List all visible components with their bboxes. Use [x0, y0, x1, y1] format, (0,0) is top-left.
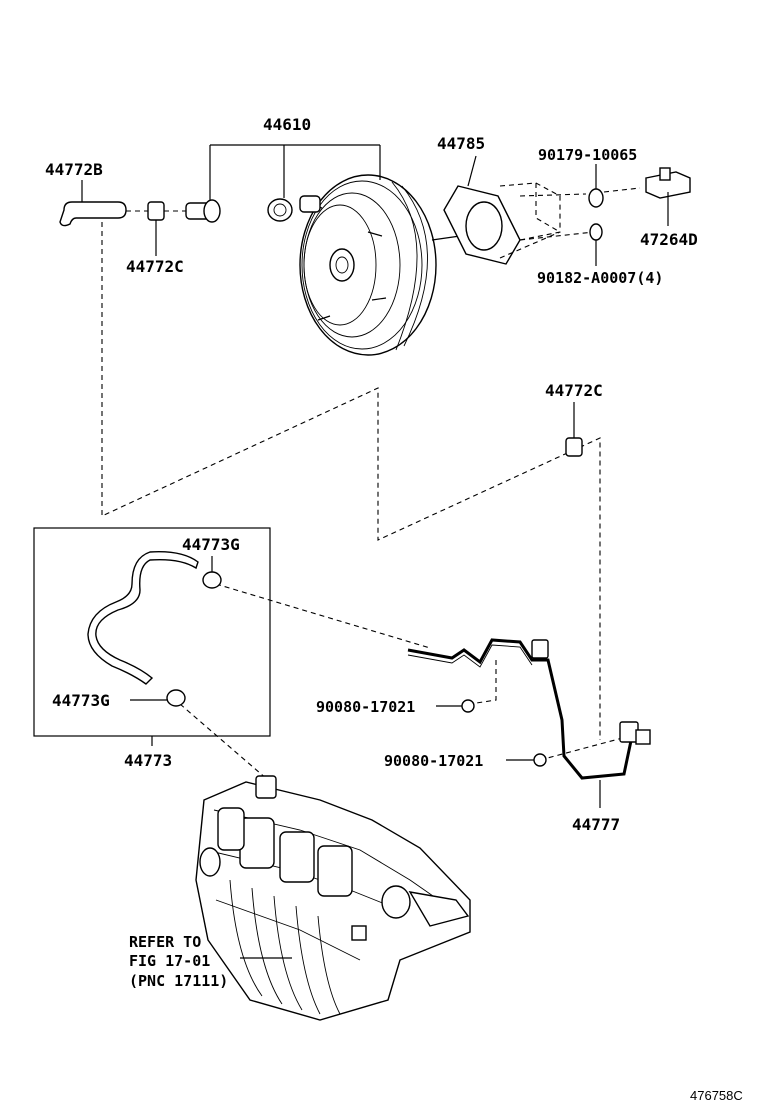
check-valve[interactable]: [185, 199, 221, 223]
label-pipe: 44777: [572, 815, 620, 834]
booster-gasket[interactable]: [443, 185, 521, 265]
label-hose-lower: 44773G: [52, 691, 110, 710]
label-clevis: 47264D: [640, 230, 698, 249]
vacuum-hose-assembly[interactable]: [87, 551, 199, 685]
label-nut-booster: 90182-A0007(4): [537, 269, 663, 287]
hose-clamp-upper[interactable]: [202, 571, 222, 589]
booster-nut[interactable]: [589, 223, 603, 241]
label-gasket: 44785: [437, 134, 485, 153]
label-hose-top: 44772B: [45, 160, 103, 179]
label-clip-top: 44772C: [126, 257, 184, 276]
bolt-lower[interactable]: [533, 753, 547, 767]
refer-line-3: (PNC 17111): [129, 972, 228, 990]
intake-manifold[interactable]: [195, 775, 471, 1021]
clevis[interactable]: [645, 167, 691, 199]
refer-line-2: FIG 17-01: [129, 952, 210, 970]
label-bolt-upper: 90080-17021: [316, 698, 415, 716]
pin[interactable]: [588, 188, 604, 208]
vacuum-pipe[interactable]: [407, 638, 651, 780]
label-hose-assy: 44773: [124, 751, 172, 770]
refer-line-1: REFER TO: [129, 933, 201, 951]
label-clip-right: 44772C: [545, 381, 603, 400]
hose-clamp-lower[interactable]: [166, 689, 186, 707]
label-bolt-lower: 90080-17021: [384, 752, 483, 770]
hose-clip-right[interactable]: [565, 437, 583, 457]
label-pin: 90179-10065: [538, 146, 637, 164]
vacuum-hose-top[interactable]: [59, 201, 127, 227]
label-booster: 44610: [263, 115, 311, 134]
figure-id: 476758C: [690, 1088, 743, 1103]
brake-booster[interactable]: [299, 174, 461, 356]
grommet[interactable]: [267, 198, 293, 222]
bolt-upper[interactable]: [461, 699, 475, 713]
hose-clip-top[interactable]: [147, 201, 165, 221]
label-hose-upper: 44773G: [182, 535, 240, 554]
